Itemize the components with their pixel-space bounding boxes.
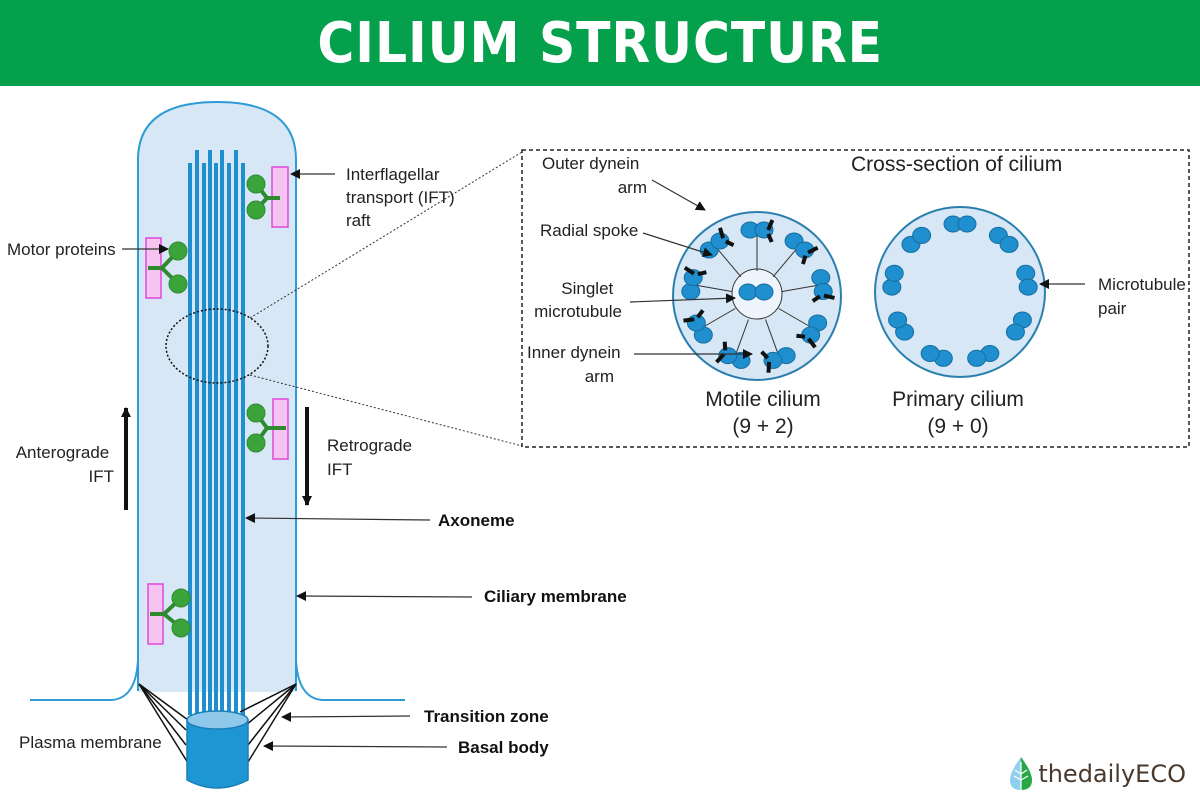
radial-spoke	[714, 245, 742, 278]
ift-complex-retrograde	[246, 398, 289, 460]
zoom-line-bottom	[249, 374, 523, 447]
microtubule-doublet	[943, 215, 977, 233]
inner-dynein-arm	[696, 309, 705, 319]
primary-cilium-cross-section	[874, 206, 1046, 378]
inner-dynein-arm	[722, 341, 728, 351]
microtubule-doublet	[882, 264, 904, 296]
microtubule-doublet	[796, 314, 828, 349]
inner-dynein-arm	[811, 294, 822, 303]
microtubule-doublet	[715, 341, 751, 369]
radial-spoke	[765, 319, 781, 359]
brand-name: thedailyECO	[1038, 760, 1186, 788]
transition-zone-fibers	[138, 683, 297, 764]
leaf-drop-icon	[1010, 757, 1033, 790]
motile-cilium-label: Motile cilium	[705, 388, 821, 411]
cross-section-box	[521, 149, 1190, 448]
plasma-membrane-label: Plasma membrane	[19, 733, 162, 752]
ift-complex-anterograde	[147, 583, 191, 645]
inner-dynein-arm	[766, 233, 774, 243]
cross-section-title: Cross-section of cilium	[851, 153, 1062, 176]
radial-spoke	[778, 308, 815, 330]
inner-dynein-arm	[697, 270, 707, 277]
outer-dynein-arm	[806, 337, 817, 349]
outer-dynein-arm	[683, 265, 696, 276]
cross-section-highlight	[165, 308, 269, 384]
radial-spoke	[691, 284, 733, 293]
motor-proteins-label: Motor proteins	[7, 240, 116, 259]
outer-dynein-arm	[766, 361, 772, 373]
microtubule-doublet	[967, 345, 1000, 367]
microtubule-doublet	[1005, 311, 1032, 341]
ciliary-membrane-label: Ciliary membrane	[484, 587, 627, 606]
outer-dynein-arm	[823, 293, 835, 300]
ift-complex-top-right	[246, 166, 289, 228]
primary-cilium-formula: (9 + 0)	[927, 415, 988, 438]
transition-zone-label: Transition zone	[424, 707, 549, 726]
inner-dynein-arm	[801, 255, 808, 265]
title-banner: CILIUM STRUCTURE	[0, 0, 1200, 86]
singlet-microtubule-label: Singlet microtubule	[534, 279, 622, 321]
basal-body-label: Basal body	[458, 738, 549, 757]
inner-dynein-arm	[796, 333, 806, 339]
radial-spoke-label: Radial spoke	[540, 221, 638, 240]
outer-dynein-arm	[718, 227, 726, 239]
brand-logo: thedailyECO	[1008, 756, 1186, 792]
microtubule-pair-label: Microtubule pair	[1098, 275, 1191, 318]
zoom-line-top	[249, 151, 523, 319]
inner-dynein-arm	[724, 239, 735, 247]
outer-dynein-arm-label: Outer dynein arm	[542, 154, 647, 197]
radial-spoke	[772, 245, 800, 278]
primary-cilium-label: Primary cilium	[892, 388, 1024, 411]
radial-spoke	[733, 319, 749, 359]
motile-cilium-cross-section	[672, 211, 842, 381]
microtubule-doublet	[1016, 264, 1038, 296]
microtubule-doublet	[901, 226, 932, 253]
microtubule-doublet	[920, 345, 953, 367]
inner-dynein-arm	[760, 350, 770, 360]
microtubule-doublet	[988, 226, 1019, 253]
retrograde-label: Retrograde IFT	[327, 436, 417, 479]
axoneme	[188, 150, 245, 715]
outer-dynein-arm	[766, 219, 775, 231]
microtubule-doublet	[760, 347, 796, 373]
outer-dynein-arm	[715, 352, 726, 364]
basal-body	[186, 710, 249, 789]
axoneme-label: Axoneme	[438, 511, 515, 530]
outer-dynein-arm	[807, 245, 819, 255]
anterograde-label: Anterograde IFT	[16, 443, 114, 486]
microtubule-doublet	[811, 269, 835, 303]
radial-spoke	[699, 308, 736, 330]
microtubule-doublet	[740, 219, 775, 243]
motile-cilium-formula: (9 + 2)	[732, 415, 793, 438]
outer-dynein-arm	[683, 317, 695, 323]
microtubule-doublet	[683, 309, 713, 344]
ift-raft-label: Interflagellar transport (IFT) raft	[346, 165, 459, 230]
microtubule-doublet	[888, 311, 915, 341]
inner-dynein-arm-label: Inner dynein arm	[527, 343, 625, 386]
ift-complex-motor-left	[145, 237, 188, 299]
radial-spoke	[781, 284, 823, 293]
page-title: CILIUM STRUCTURE	[317, 10, 883, 76]
microtubule-doublet	[681, 265, 707, 300]
microtubule-doublet	[784, 232, 819, 265]
